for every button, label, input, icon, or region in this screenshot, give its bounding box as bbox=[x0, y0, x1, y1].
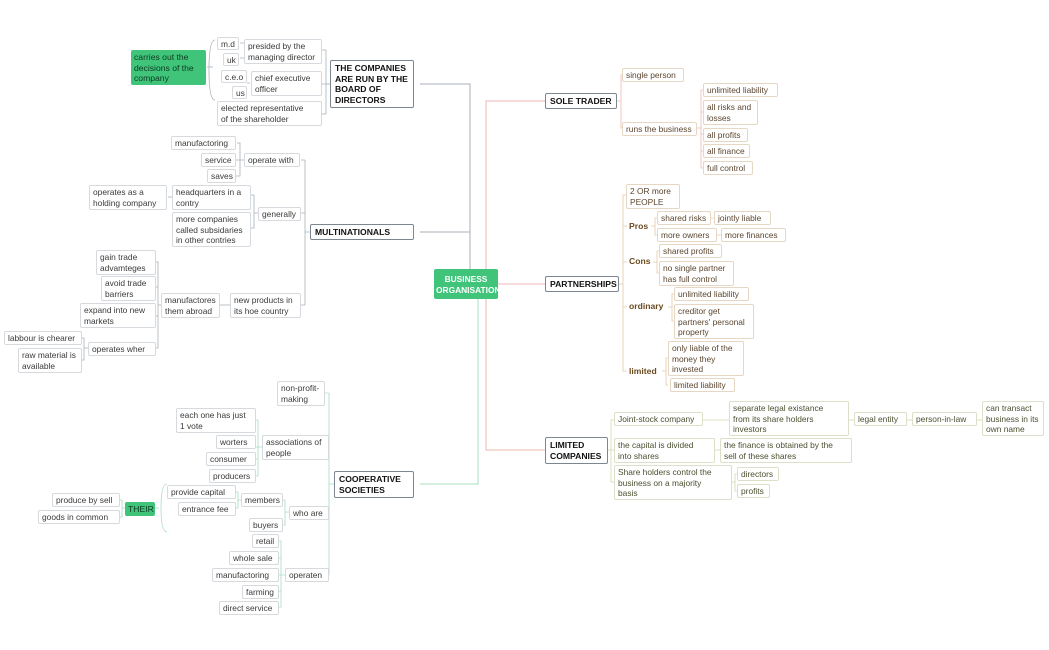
limited-companies-node[interactable]: LIMITED COMPANIES bbox=[545, 437, 608, 464]
partner-jointly[interactable]: jointly liable bbox=[714, 211, 771, 225]
coop-buyers[interactable]: buyers bbox=[249, 518, 283, 532]
sole-control[interactable]: full control bbox=[703, 161, 753, 175]
limited-capital[interactable]: the capital is divided into shares bbox=[614, 438, 715, 463]
coop-goods[interactable]: goods in common bbox=[38, 510, 120, 524]
coop-worters[interactable]: worters bbox=[216, 435, 256, 449]
mn-holding[interactable]: operates as a holding company bbox=[89, 185, 167, 210]
coop-manufactoring[interactable]: manufactoring bbox=[212, 568, 279, 582]
limited-share-holders[interactable]: Share holders control the business on a … bbox=[614, 465, 732, 500]
sole-profits[interactable]: all profits bbox=[703, 128, 748, 142]
limited-profits[interactable]: profits bbox=[737, 484, 770, 498]
link-root-sole bbox=[485, 100, 545, 270]
board-presided[interactable]: presided by the managing director bbox=[244, 39, 322, 64]
sole-risks[interactable]: all risks and losses bbox=[703, 100, 758, 125]
limited-legal[interactable]: legal entity bbox=[854, 412, 907, 426]
partner-limited-liability[interactable]: limited liability bbox=[670, 378, 735, 392]
partner-limited[interactable]: limited bbox=[629, 366, 657, 376]
sole-single[interactable]: single person bbox=[622, 68, 684, 82]
partner-more-owners[interactable]: more owners bbox=[657, 228, 717, 242]
coop-consumer[interactable]: consumer bbox=[206, 452, 256, 466]
mn-expand[interactable]: expand into new markets bbox=[80, 303, 156, 328]
partner-no-single[interactable]: no single partner has full control bbox=[659, 261, 734, 286]
multinationals-node[interactable]: MULTINATIONALS bbox=[310, 224, 414, 240]
partner-more-finances[interactable]: more finances bbox=[721, 228, 786, 242]
partner-ordinary[interactable]: ordinary bbox=[629, 301, 664, 311]
coop-whole[interactable]: whole sale bbox=[229, 551, 279, 565]
limited-person[interactable]: person-in-law bbox=[912, 412, 977, 426]
partner-unlimited[interactable]: unlimited liability bbox=[674, 287, 749, 301]
mn-labbour[interactable]: labbour is chearer bbox=[4, 331, 82, 345]
board-elected[interactable]: elected representative of the shareholde… bbox=[217, 101, 322, 126]
board-uk[interactable]: uk bbox=[223, 53, 239, 66]
board-us[interactable]: us bbox=[232, 86, 247, 99]
board-node[interactable]: THE COMPANIES ARE RUN BY THE BOARD OF DI… bbox=[330, 60, 414, 108]
limited-transact[interactable]: can transact business in its own name bbox=[982, 401, 1044, 436]
board-carries[interactable]: carries out the decisions of the company bbox=[131, 50, 206, 85]
coop-members[interactable]: members bbox=[241, 493, 283, 507]
coop-producers[interactable]: producers bbox=[209, 469, 256, 483]
coop-direct[interactable]: direct service bbox=[219, 601, 279, 615]
partner-shared-profits[interactable]: shared profits bbox=[659, 244, 722, 258]
root-node[interactable]: BUSINESS ORGANISATIONS bbox=[434, 269, 498, 299]
coop-who-are[interactable]: who are bbox=[289, 506, 329, 520]
mn-avoid[interactable]: avoid trade barriers bbox=[101, 276, 156, 301]
board-md[interactable]: m.d bbox=[217, 37, 239, 50]
mn-gain[interactable]: gain trade advamteges bbox=[96, 250, 156, 275]
partner-cons[interactable]: Cons bbox=[629, 256, 651, 266]
mn-manufactoring[interactable]: manufactoring bbox=[171, 136, 236, 150]
mn-operate-with[interactable]: operate with bbox=[244, 153, 300, 167]
coop-their[interactable]: THEIR bbox=[125, 502, 155, 516]
mn-saves[interactable]: saves bbox=[207, 169, 236, 183]
coop-retail[interactable]: retail bbox=[252, 534, 279, 548]
board-chief[interactable]: chief executive officer bbox=[251, 71, 322, 96]
sole-unlimited[interactable]: unlimited liability bbox=[703, 83, 778, 97]
mn-manufactores[interactable]: manufactores them abroad bbox=[161, 293, 220, 318]
sole-trader-node[interactable]: SOLE TRADER bbox=[545, 93, 617, 109]
limited-separate[interactable]: separate legal existance from its share … bbox=[729, 401, 849, 436]
coop-entrance[interactable]: entrance fee bbox=[178, 502, 236, 516]
coop-operaten[interactable]: operaten bbox=[285, 568, 329, 582]
mn-headquarters[interactable]: headquarters in a contry bbox=[172, 185, 251, 210]
partner-creditor[interactable]: creditor get partners' personal property bbox=[674, 304, 754, 339]
partner-two-or-more[interactable]: 2 OR more PEOPLE bbox=[626, 184, 680, 209]
mn-new-products[interactable]: new products in its hoe country bbox=[230, 293, 301, 318]
link-root-board bbox=[420, 83, 471, 270]
coop-non-profit[interactable]: non-profit- making bbox=[277, 381, 325, 406]
link-root-coop bbox=[420, 298, 479, 485]
limited-directors[interactable]: directors bbox=[737, 467, 779, 481]
partner-shared-risks[interactable]: shared risks bbox=[657, 211, 711, 225]
board-ceo[interactable]: c.e.o bbox=[221, 70, 247, 83]
coop-farming[interactable]: farming bbox=[242, 585, 279, 599]
link-root-multinationals bbox=[420, 231, 471, 270]
mn-operates-wher[interactable]: operates wher bbox=[88, 342, 156, 356]
partner-pros[interactable]: Pros bbox=[629, 221, 649, 231]
limited-joint[interactable]: Joint-stock company bbox=[614, 412, 703, 426]
link-root-limited bbox=[485, 298, 545, 451]
partner-only-liable[interactable]: only liable of the money they invested bbox=[668, 341, 744, 376]
sole-runs[interactable]: runs the business bbox=[622, 122, 697, 136]
mn-generally[interactable]: generally bbox=[258, 207, 301, 221]
mn-raw[interactable]: raw material is available bbox=[18, 348, 82, 373]
coop-produce[interactable]: produce by sell bbox=[52, 493, 120, 507]
mn-subsidaries[interactable]: more companies called subsidaries in oth… bbox=[172, 212, 251, 247]
coop-vote[interactable]: each one has just 1 vote bbox=[176, 408, 256, 433]
partnerships-node[interactable]: PARTNERSHIPS bbox=[545, 276, 619, 292]
limited-finance[interactable]: the finance is obtained by the sell of t… bbox=[720, 438, 852, 463]
mn-service[interactable]: service bbox=[201, 153, 236, 167]
coop-node[interactable]: COOPERATIVE SOCIETIES bbox=[334, 471, 414, 498]
coop-provide[interactable]: provide capital bbox=[167, 485, 236, 499]
coop-associations[interactable]: associations of people bbox=[262, 435, 329, 460]
sole-finance[interactable]: all finance bbox=[703, 144, 750, 158]
